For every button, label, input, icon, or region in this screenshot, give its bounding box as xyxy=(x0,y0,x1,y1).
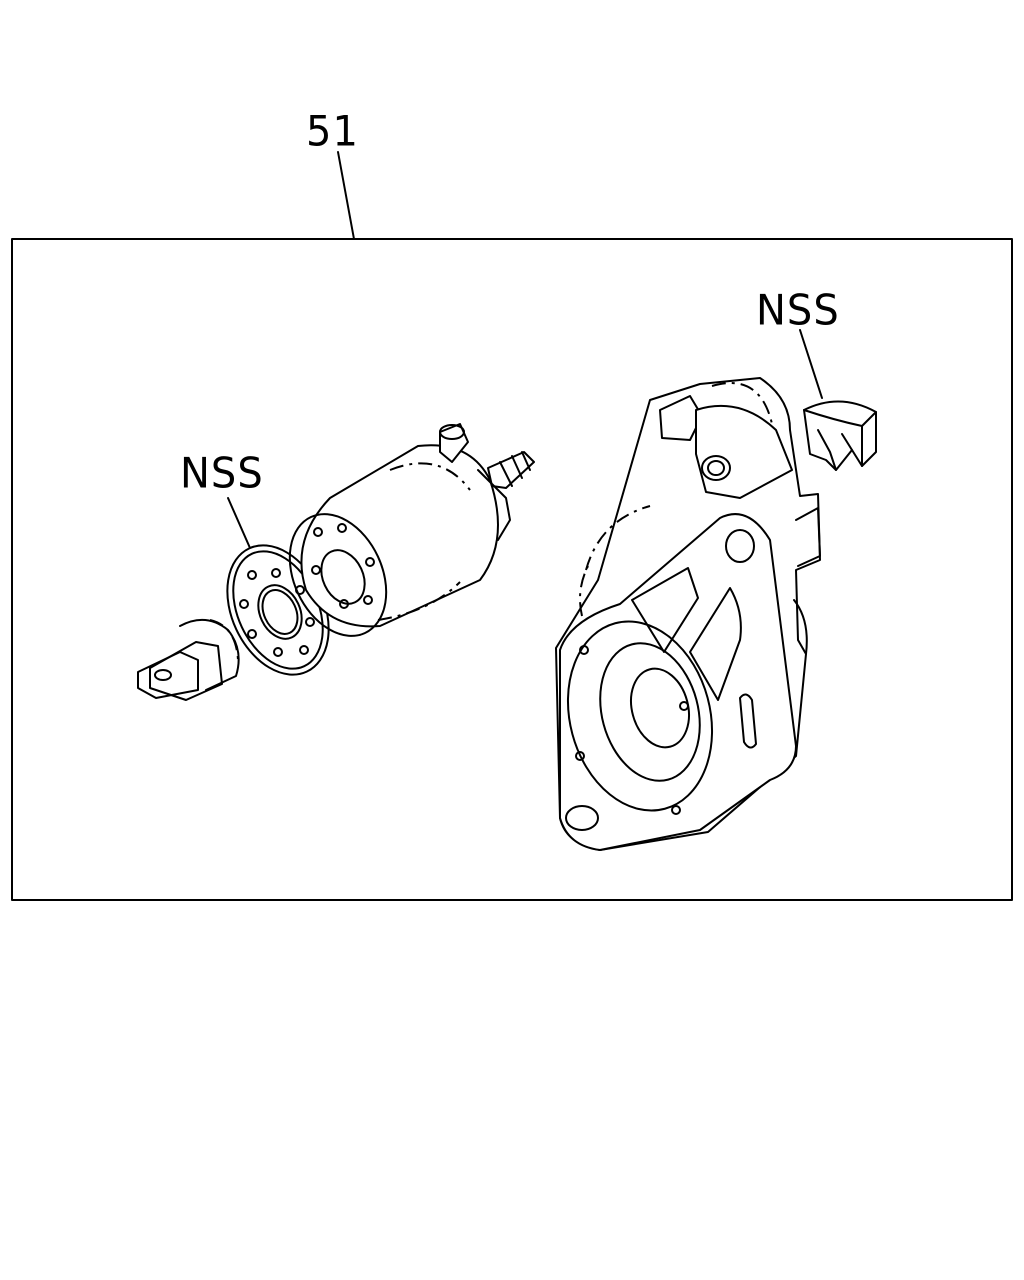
plunger-part xyxy=(137,619,240,701)
assembly-frame xyxy=(11,238,1013,901)
drive-housing xyxy=(555,377,821,851)
callout-nss-gasket: NSS xyxy=(180,449,264,499)
brush-clip xyxy=(803,400,877,471)
callout-nss-clip: NSS xyxy=(756,286,840,336)
solenoid-switch xyxy=(288,423,535,637)
callout-assembly-number: 51 xyxy=(306,107,359,157)
leader-nss-right xyxy=(799,329,823,399)
leader-51 xyxy=(337,151,355,240)
leader-nss-left xyxy=(227,497,251,549)
